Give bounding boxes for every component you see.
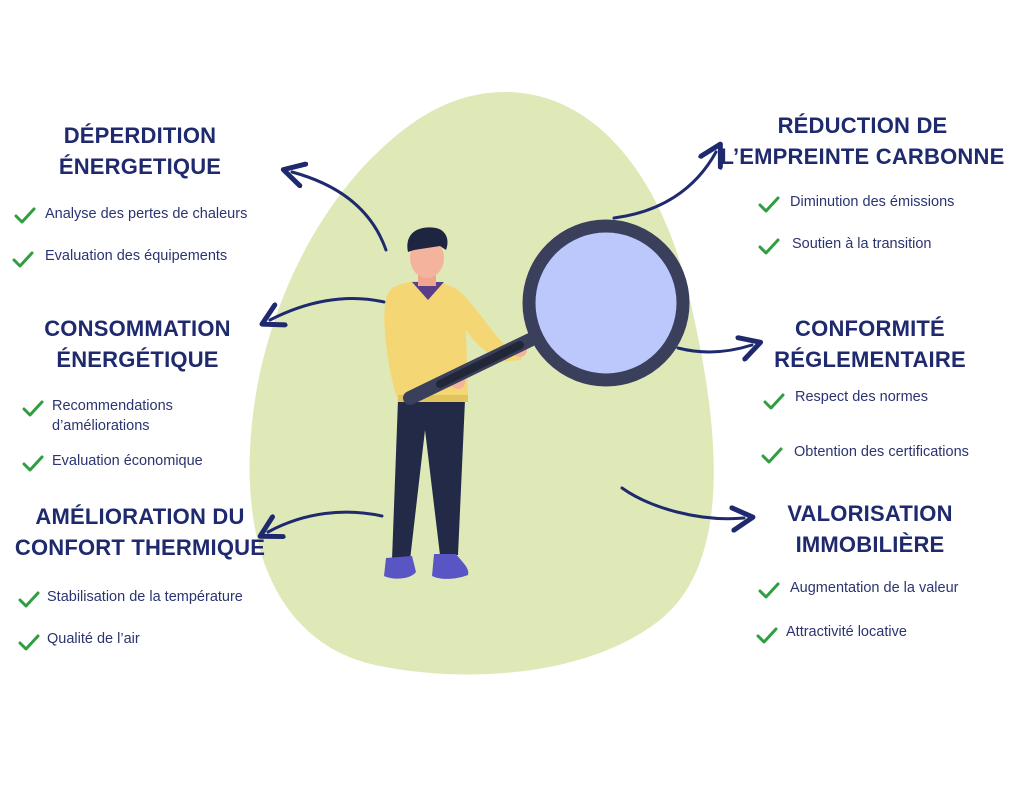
check-icon [758, 238, 780, 256]
right-shoe [432, 554, 469, 579]
arrow-conformite [676, 345, 752, 352]
title-conformite: CONFORMITÉ RÉGLEMENTAIRE [774, 316, 966, 372]
check-icon [14, 207, 36, 225]
list-item: Qualité de l’air [47, 631, 140, 647]
check-icon [18, 591, 40, 609]
check-icon [758, 582, 780, 600]
arrow-valorisation [620, 486, 744, 519]
list-item: Stabilisation de la température [47, 589, 243, 605]
list-item: Diminution des émissions [790, 194, 955, 210]
check-icon [12, 251, 34, 269]
background-blob [249, 92, 714, 675]
list-item: Obtention des certifications [794, 444, 969, 460]
sweater [384, 280, 522, 400]
list-item: Respect des normes [795, 389, 928, 405]
check-icon [758, 196, 780, 214]
check-icon [18, 634, 40, 652]
list-item: Recommendations d’améliorations [52, 398, 173, 434]
hair [407, 227, 448, 252]
check-icon [763, 393, 785, 411]
arrow-consommation [270, 296, 386, 320]
magnifying-glass-icon [403, 219, 690, 405]
title-consommation: CONSOMMATION ÉNERGÉTIQUE [44, 316, 231, 372]
arrow-deperdition [292, 172, 388, 252]
left-shoe [384, 556, 416, 579]
check-icon [22, 455, 44, 473]
arrow-reduction [612, 152, 716, 220]
list-item: Augmentation de la valeur [790, 580, 959, 596]
title-valorisation: VALORISATION IMMOBILIÈRE [787, 501, 953, 557]
check-icon [22, 400, 44, 418]
check-icon [761, 447, 783, 465]
title-amelioration: AMÉLIORATION DU CONFORT THERMIQUE [14, 504, 266, 560]
list-item: Evaluation des équipements [45, 248, 228, 264]
check-icon [756, 627, 778, 645]
list-item: Soutien à la transition [792, 236, 932, 252]
list-item: Attractivité locative [786, 624, 907, 640]
title-deperdition: DÉPERDITION ÉNERGETIQUE [58, 123, 222, 179]
list-item: Analyse des pertes de chaleurs [45, 206, 248, 222]
arrow-amelioration [268, 510, 384, 532]
list-item: Evaluation économique [52, 453, 203, 469]
title-reduction: RÉDUCTION DE L’EMPREINTE CARBONNE [720, 113, 1005, 169]
